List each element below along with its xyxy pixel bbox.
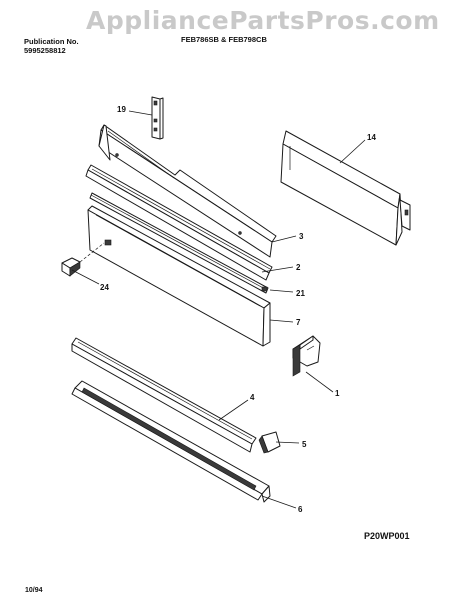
callout-4: 4 (250, 393, 255, 402)
part-2-channel (85, 164, 273, 281)
callout-5: 5 (302, 440, 307, 449)
callout-6: 6 (298, 505, 303, 514)
part-24-clip (61, 242, 105, 277)
part-19-bracket (151, 96, 164, 140)
callout-24: 24 (100, 283, 109, 292)
part-1-side-bracket (292, 335, 321, 377)
callout-numbers: 19 14 3 2 24 21 7 1 4 5 6 (100, 105, 376, 514)
part-5-end-cap (258, 431, 281, 454)
model-numbers: FEB786SB & FEB798CB (181, 35, 267, 44)
figure-code: P20WP001 (364, 531, 410, 541)
watermark: AppliancePartsPros.com (86, 6, 440, 35)
leader-lines (71, 110, 366, 509)
callout-7: 7 (296, 318, 301, 327)
callout-14: 14 (367, 133, 376, 142)
part-3-trim-panel (98, 124, 277, 258)
part-14-end-panel (280, 130, 411, 246)
callout-1: 1 (335, 389, 340, 398)
callout-2: 2 (296, 263, 301, 272)
part-21-rail (89, 192, 269, 294)
footer-date: 10/94 (25, 587, 43, 594)
publication-number: 5995258812 (24, 46, 66, 55)
part-6-bottom-trim (71, 380, 271, 503)
callout-3: 3 (299, 232, 304, 241)
publication-label: Publication No. (24, 37, 79, 46)
part-4-lower-trim (71, 337, 257, 453)
callout-19: 19 (117, 105, 126, 114)
callout-21: 21 (296, 289, 305, 298)
part-7-control-panel (87, 205, 271, 347)
